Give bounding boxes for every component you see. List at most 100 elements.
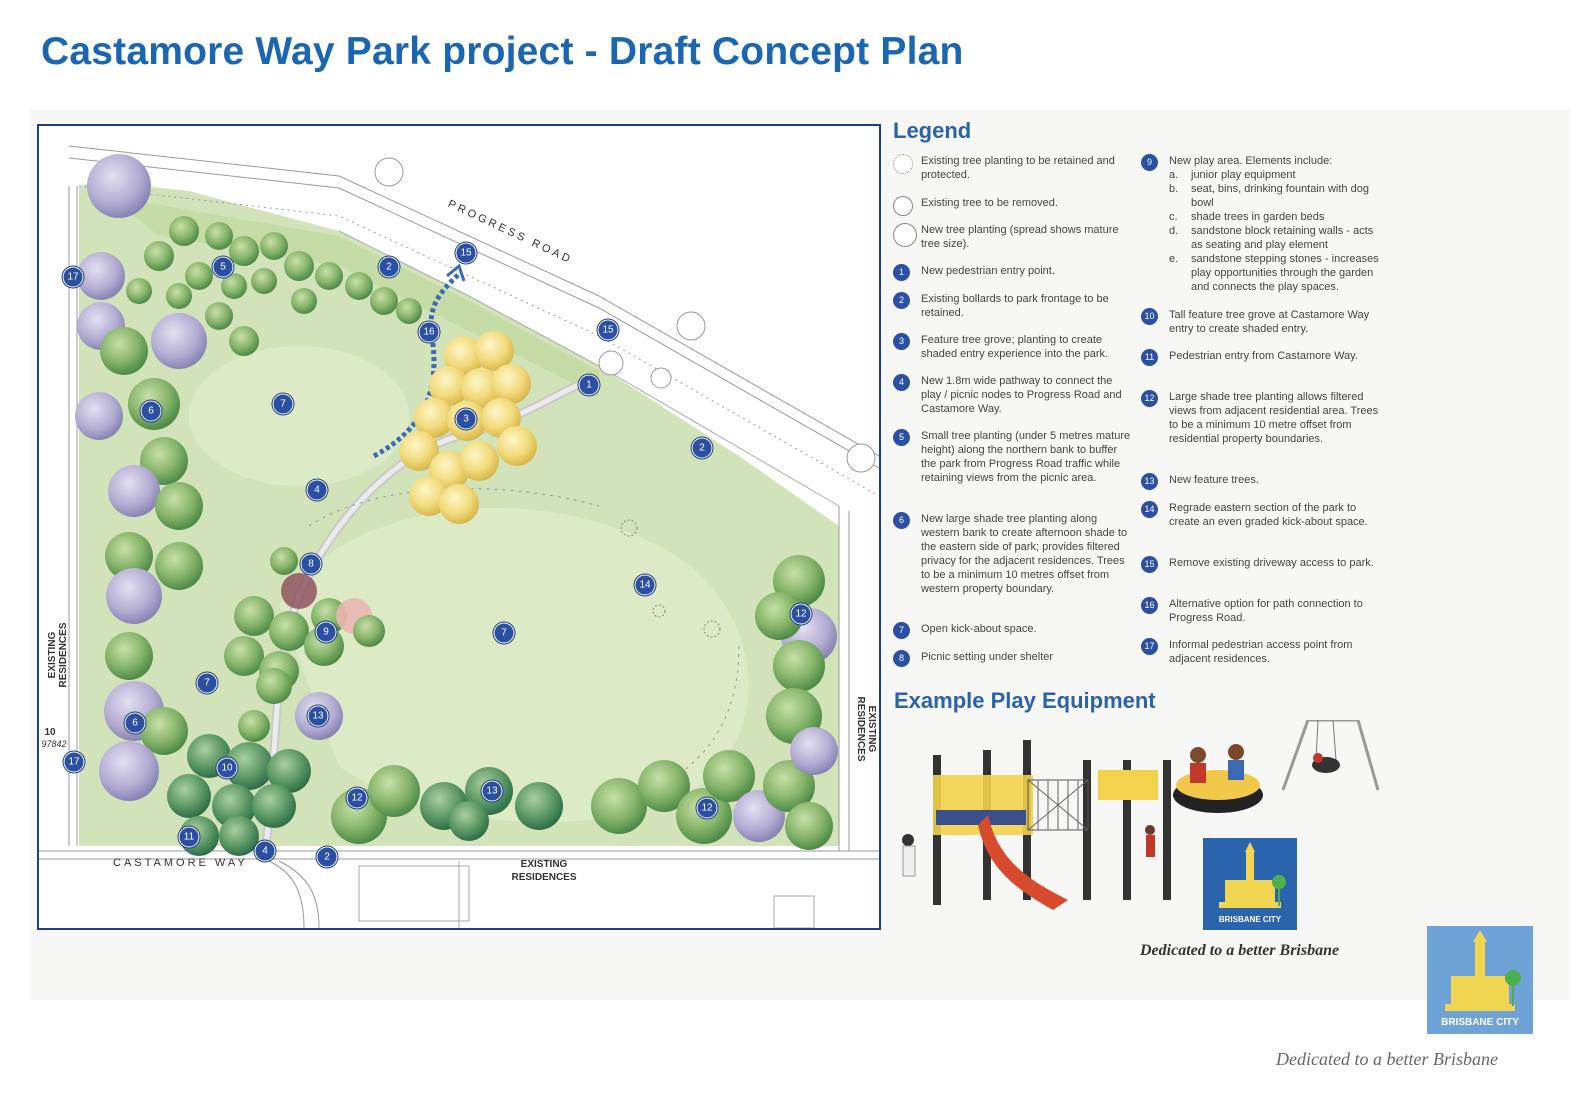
play-element-d: d. sandstone block retaining walls - act…: [1141, 224, 1381, 252]
legend-badge: 16: [1141, 597, 1158, 614]
legend-item-1: 1 New pedestrian entry point.: [893, 264, 1133, 292]
legend-badge: 15: [1141, 556, 1158, 573]
lot-number: 10: [44, 727, 56, 738]
marker-13[interactable]: 13: [481, 780, 503, 802]
marker-3[interactable]: 3: [455, 408, 477, 430]
marker-12[interactable]: 12: [696, 797, 718, 819]
roundabout-image: [1173, 744, 1263, 813]
legend-text: Small tree planting (under 5 metres matu…: [921, 430, 1131, 484]
marker-16[interactable]: 16: [418, 321, 440, 343]
play-element-b: b. seat, bins, drinking fountain with do…: [1141, 182, 1381, 210]
legend-badge: 4: [893, 374, 910, 391]
legend-item-3: 3 Feature tree grove; planting to create…: [893, 333, 1133, 374]
marker-2[interactable]: 2: [316, 846, 338, 868]
legend-badge: 10: [1141, 308, 1158, 325]
legend-symbol-removed: Existing tree to be removed.: [893, 196, 1133, 223]
legend-text: Feature tree grove; planting to create s…: [921, 334, 1109, 360]
legend-text: New feature trees.: [1169, 474, 1259, 486]
marker-7[interactable]: 7: [272, 393, 294, 415]
equipment-heading: Example Play Equipment: [894, 688, 1156, 713]
marker-8[interactable]: 8: [300, 553, 322, 575]
legend-text: New play area. Elements include:: [1169, 155, 1333, 167]
legend-text: Remove existing driveway access to park.: [1169, 557, 1374, 569]
legend-badge: 9: [1141, 154, 1158, 171]
feature-tree-grove: [399, 331, 537, 524]
legend-item-8: 8 Picnic setting under shelter: [893, 650, 1133, 670]
marker-11[interactable]: 11: [178, 826, 200, 848]
sub-letter: a.: [1169, 169, 1179, 181]
play-structure-image: [902, 740, 1171, 910]
marker-6[interactable]: 6: [140, 400, 162, 422]
marker-14[interactable]: 14: [634, 574, 656, 596]
marker-15[interactable]: 15: [597, 319, 619, 341]
marker-10[interactable]: 10: [216, 757, 238, 779]
concept-plan-map[interactable]: PROGRESS ROAD CASTAMORE WAY EXISTING RES…: [37, 124, 881, 930]
residences-right-label: EXISTING RESIDENCES: [855, 696, 877, 762]
legend-badge: 6: [893, 512, 910, 529]
page-title: Castamore Way Park project - Draft Conce…: [41, 30, 964, 73]
marker-6[interactable]: 6: [124, 712, 146, 734]
marker-4[interactable]: 4: [254, 840, 276, 862]
brisbane-logo-large: BRISBANE CITY: [1427, 926, 1533, 1034]
marker-15[interactable]: 15: [455, 242, 477, 264]
marker-13[interactable]: 13: [307, 705, 329, 727]
marker-17[interactable]: 17: [63, 751, 85, 773]
removed-tree-icon: [893, 196, 913, 216]
lot-code: 97842: [41, 739, 67, 749]
marker-12[interactable]: 12: [790, 603, 812, 625]
legend-badge: 17: [1141, 638, 1158, 655]
legend-symbol-new-tree: New tree planting (spread shows mature t…: [893, 223, 1133, 264]
marker-7[interactable]: 7: [196, 672, 218, 694]
marker-4[interactable]: 4: [306, 479, 328, 501]
sub-text: seat, bins, drinking fountain with dog b…: [1191, 183, 1369, 209]
legend-item-4: 4 New 1.8m wide pathway to connect the p…: [893, 374, 1133, 429]
legend-item-12: 12 Large shade tree planting allows filt…: [1141, 390, 1381, 473]
marker-12[interactable]: 12: [346, 787, 368, 809]
sub-text: sandstone block retaining walls - acts a…: [1191, 225, 1374, 251]
play-element-e: e. sandstone stepping stones - increases…: [1141, 252, 1381, 294]
legend-column-right: 9 New play area. Elements include: a. ju…: [1141, 154, 1381, 668]
swing-image: [1281, 720, 1380, 791]
legend-text: Regrade eastern section of the park to c…: [1169, 502, 1368, 528]
castamore-way-label: CASTAMORE WAY: [113, 857, 248, 869]
legend-text: Informal pedestrian access point from ad…: [1169, 639, 1353, 665]
legend-badge: 13: [1141, 473, 1158, 490]
legend-badge: 12: [1141, 390, 1158, 407]
tagline-small: Dedicated to a better Brisbane: [1140, 942, 1340, 959]
play-element-a: a. junior play equipment: [1141, 168, 1381, 182]
marker-2[interactable]: 2: [691, 437, 713, 459]
legend-badge: 7: [893, 622, 910, 639]
logo-text: BRISBANE CITY: [1441, 1017, 1519, 1028]
legend-text: New 1.8m wide pathway to connect the pla…: [921, 375, 1122, 415]
legend-item-17: 17 Informal pedestrian access point from…: [1141, 638, 1381, 668]
legend-heading: Legend: [893, 118, 972, 143]
city-hall-icon: [1219, 842, 1286, 908]
legend-text: Tall feature tree grove at Castamore Way…: [1169, 309, 1370, 335]
marker-17[interactable]: 17: [62, 266, 84, 288]
marker-7[interactable]: 7: [493, 622, 515, 644]
marker-2[interactable]: 2: [378, 256, 400, 278]
marker-1[interactable]: 1: [578, 374, 600, 396]
legend-badge: 3: [893, 333, 910, 350]
sub-letter: c.: [1169, 211, 1178, 223]
alternative-path: [372, 272, 461, 459]
logo-text: BRISBANE CITY: [1218, 915, 1282, 924]
play-equipment-illustrations: [902, 720, 1380, 910]
legend-badge: 1: [893, 264, 910, 281]
sub-letter: d.: [1169, 225, 1179, 237]
legend-text: Existing bollards to park frontage to be…: [921, 293, 1109, 319]
sub-letter: b.: [1169, 183, 1179, 195]
legend-text: Existing tree planting to be retained an…: [921, 155, 1115, 181]
legend-item-14: 14 Regrade eastern section of the park t…: [1141, 501, 1381, 556]
marker-9[interactable]: 9: [315, 621, 337, 643]
residences-left-label: EXISTING RESIDENCES: [47, 622, 69, 688]
legend-text: Existing tree to be removed.: [921, 197, 1058, 209]
legend-text: Alternative option for path connection t…: [1169, 598, 1363, 624]
legend-text: Open kick-about space.: [921, 623, 1037, 635]
sub-text: sandstone stepping stones - increases pl…: [1191, 253, 1379, 293]
legend-item-5: 5 Small tree planting (under 5 metres ma…: [893, 429, 1133, 512]
marker-5[interactable]: 5: [212, 256, 234, 278]
residences-bottom-label-line1: EXISTING: [520, 859, 568, 870]
legend-badge: 5: [893, 429, 910, 446]
legend-badge: 11: [1141, 349, 1158, 366]
